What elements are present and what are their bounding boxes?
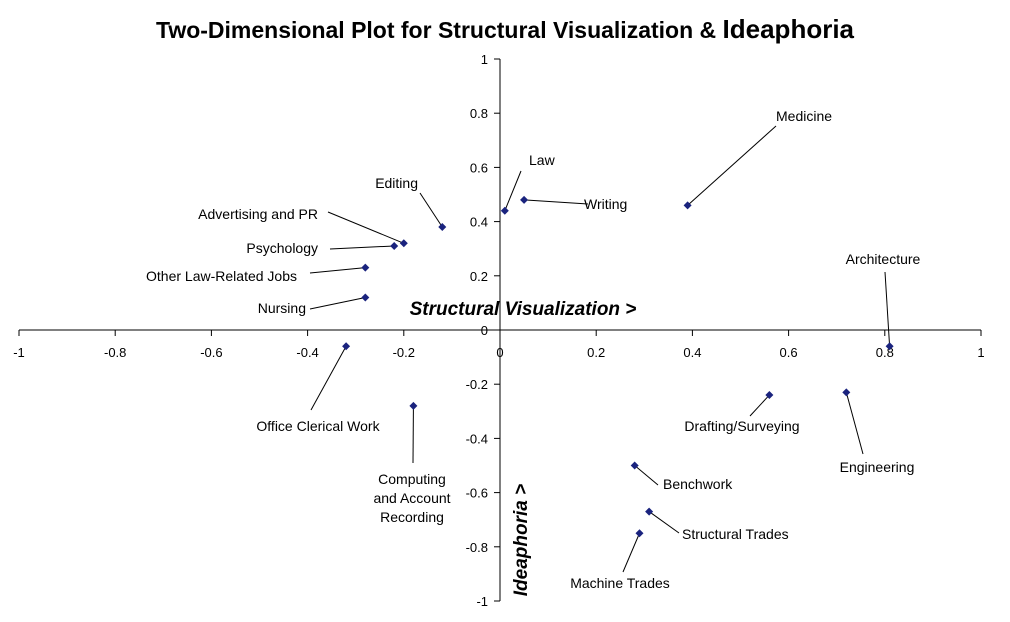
leader-line [329,245,395,250]
data-point [399,239,408,248]
y-tick-label: 0.8 [470,106,488,121]
point-label: Editing [375,175,418,191]
data-point [409,401,418,410]
x-tick-label: -0.2 [393,345,415,360]
chart-title-main: Two-Dimensional Plot for Structural Visu… [155,17,717,43]
chart-title-emphasis: Ideaphoria [722,14,855,44]
data-point [683,201,692,210]
leader-line [884,271,891,347]
leader-line [310,346,347,411]
x-tick-label: -0.6 [200,345,222,360]
y-tick-label: 0.2 [470,269,488,284]
axes: -1 -0.8 -0.6 -0.4 -0.2 0 0.2 0.4 0.6 0.8 1 -1 -0.8 -0… [13,52,984,609]
data-point [361,263,370,272]
point-label-line: Recording [380,509,444,525]
data-point [361,293,370,302]
point-label: Writing [584,196,627,212]
data-point [765,391,774,400]
data-point [885,342,894,351]
leader-line [309,296,366,310]
x-tick-label: -1 [13,345,25,360]
leader-lines [309,125,891,573]
leader-line [687,125,777,206]
leader-line [524,199,589,205]
point-label: Office Clerical Work [256,418,380,434]
y-tick-label: -1 [476,594,488,609]
y-tick-label: 1 [481,52,488,67]
point-label: Advertising and PR [198,206,318,222]
data-point [438,223,447,232]
x-tick-label: -0.8 [104,345,126,360]
leader-line [327,211,404,244]
point-label: Machine Trades [570,575,670,591]
x-tick-label: 1 [977,345,984,360]
point-label: Architecture [846,251,921,267]
y-tick-label: -0.2 [466,377,488,392]
point-label: Other Law-Related Jobs [146,268,297,284]
x-tick-label: 0.2 [587,345,605,360]
leader-line [648,511,680,534]
x-tick-label: 0 [496,345,503,360]
leader-line [309,267,366,274]
x-tick-label: -0.4 [296,345,318,360]
y-tick-label: -0.8 [466,540,488,555]
point-label-line: Computing [378,471,446,487]
chart-title: Two-Dimensional Plot for Structural Visu… [0,14,1010,45]
leader-line [845,392,864,455]
point-label: Structural Trades [682,526,789,542]
data-point [635,529,644,538]
point-label-line: and Account [373,490,450,506]
data-point [500,206,509,215]
y-tick-label: -0.6 [466,486,488,501]
data-point [520,195,529,204]
data-points [342,195,894,538]
point-label: Medicine [776,108,832,124]
y-tick-label: -0.4 [466,431,488,446]
x-tick-label: 0.4 [683,345,701,360]
y-tick-label: 0.4 [470,215,488,230]
point-label: Psychology [246,240,318,256]
data-point [842,388,851,397]
point-label: Benchwork [663,476,733,492]
leader-line [419,192,443,228]
point-label: Nursing [258,300,306,316]
data-point [390,241,399,250]
point-label: Law [529,152,556,168]
y-tick-label: 0.6 [470,160,488,175]
point-label: Drafting/Surveying [684,418,799,434]
data-point [342,342,351,351]
x-tick-label: 0.6 [780,345,798,360]
leader-line [634,465,659,486]
leader-line [504,170,522,211]
data-point [630,461,639,470]
x-axis-title: Structural Visualization > [410,299,637,320]
leader-line [622,533,640,573]
y-axis-title: Ideaphoria > [511,484,532,596]
data-point [645,507,654,516]
point-label: Engineering [840,459,915,475]
leader-line [749,394,770,417]
y-tick-label: 0 [481,323,488,338]
